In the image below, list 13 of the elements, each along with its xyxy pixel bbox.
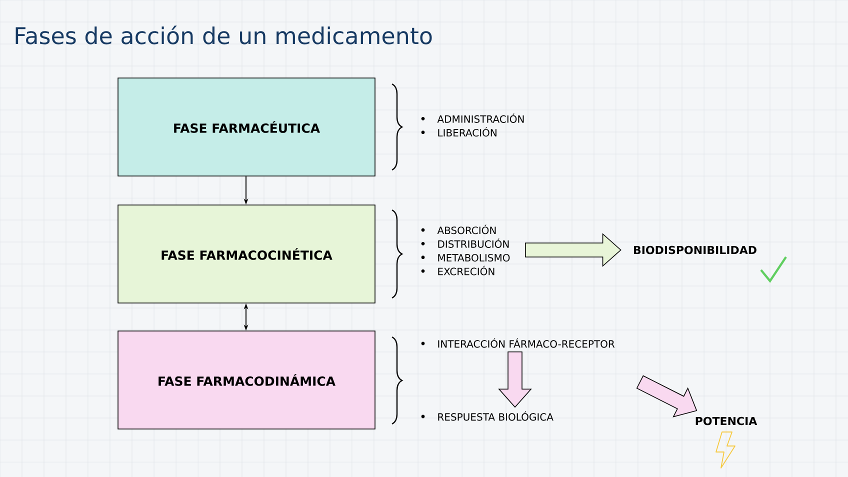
phase-box: FASE FARMACOCINÉTICA — [118, 204, 376, 304]
bullet-item: RESPUESTA BIOLÓGICA — [438, 411, 554, 421]
block-arrow — [525, 233, 622, 267]
phase-box: FASE FARMACÉUTICA — [118, 78, 376, 176]
bullet-item: INTERACCIÓN FÁRMACO-RECEPTOR — [438, 338, 615, 348]
result-label: BIODISPONIBILIDAD — [634, 246, 756, 254]
block-arrow — [498, 352, 532, 408]
result-label: POTENCIA — [696, 416, 758, 426]
phase-box: FASE FARMACODINÁMICA — [118, 330, 376, 430]
bullet-list: ABSORCIÓN DISTRIBUCIÓN METABOLISMO EXCRECIÓN — [437, 224, 510, 276]
block-arrow — [636, 375, 698, 418]
title: Fases de acción de un medicamento — [16, 26, 432, 44]
bullet-list: ADMINISTRACIÓN LIBERACIÓN — [437, 113, 524, 137]
